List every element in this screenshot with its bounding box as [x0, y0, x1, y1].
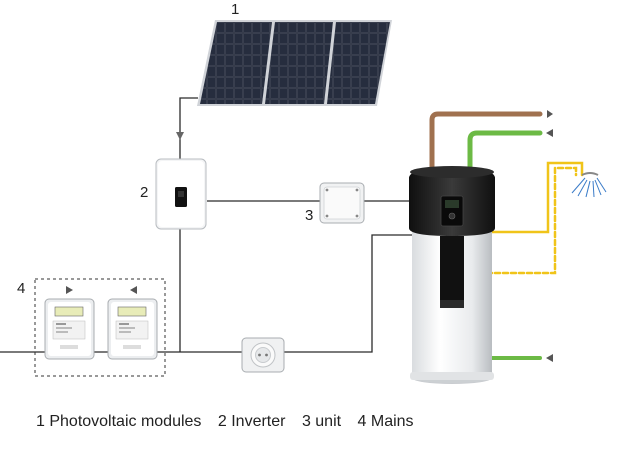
- arrow-right-icon: [66, 286, 73, 294]
- wire-socket-to-tank: [284, 234, 412, 353]
- arrow-left-icon: [546, 354, 553, 362]
- meter-1: [44, 298, 95, 360]
- arrow-right-icon: [547, 110, 553, 118]
- arrow-down-icon: [176, 132, 184, 140]
- legend: 1 Photovoltaic modules 2 Inverter 3 unit…: [36, 413, 426, 431]
- callout-1: 1: [231, 1, 239, 18]
- mains-meters: [34, 278, 166, 377]
- inverter: [155, 158, 207, 230]
- arrow-left-icon: [546, 129, 553, 137]
- shower-icon: [571, 172, 607, 198]
- solar-supply-pipe: [485, 161, 584, 234]
- heat-pump-water-heater: [409, 166, 495, 384]
- wire-pv-to-inverter: [179, 97, 198, 160]
- callout-2: 2: [140, 184, 148, 201]
- legend-item-inverter: 2 Inverter: [217, 413, 286, 430]
- cold-water-pipe: [467, 130, 543, 173]
- water-pipes: [429, 111, 584, 360]
- control-unit: [319, 182, 365, 224]
- hot-water-pipe: [429, 111, 543, 173]
- meter-2: [107, 298, 158, 360]
- legend-item-unit: 3 unit: [301, 413, 342, 430]
- legend-item-pv: 1 Photovoltaic modules: [36, 413, 202, 430]
- power-socket-icon: [241, 337, 285, 373]
- callout-4: 4: [17, 280, 25, 297]
- photovoltaic-modules: [197, 20, 392, 106]
- callout-3: 3: [305, 207, 313, 224]
- solar-return-pipe: [485, 166, 578, 275]
- arrow-left-icon: [130, 286, 137, 294]
- legend-item-mains: 4 Mains: [357, 413, 414, 430]
